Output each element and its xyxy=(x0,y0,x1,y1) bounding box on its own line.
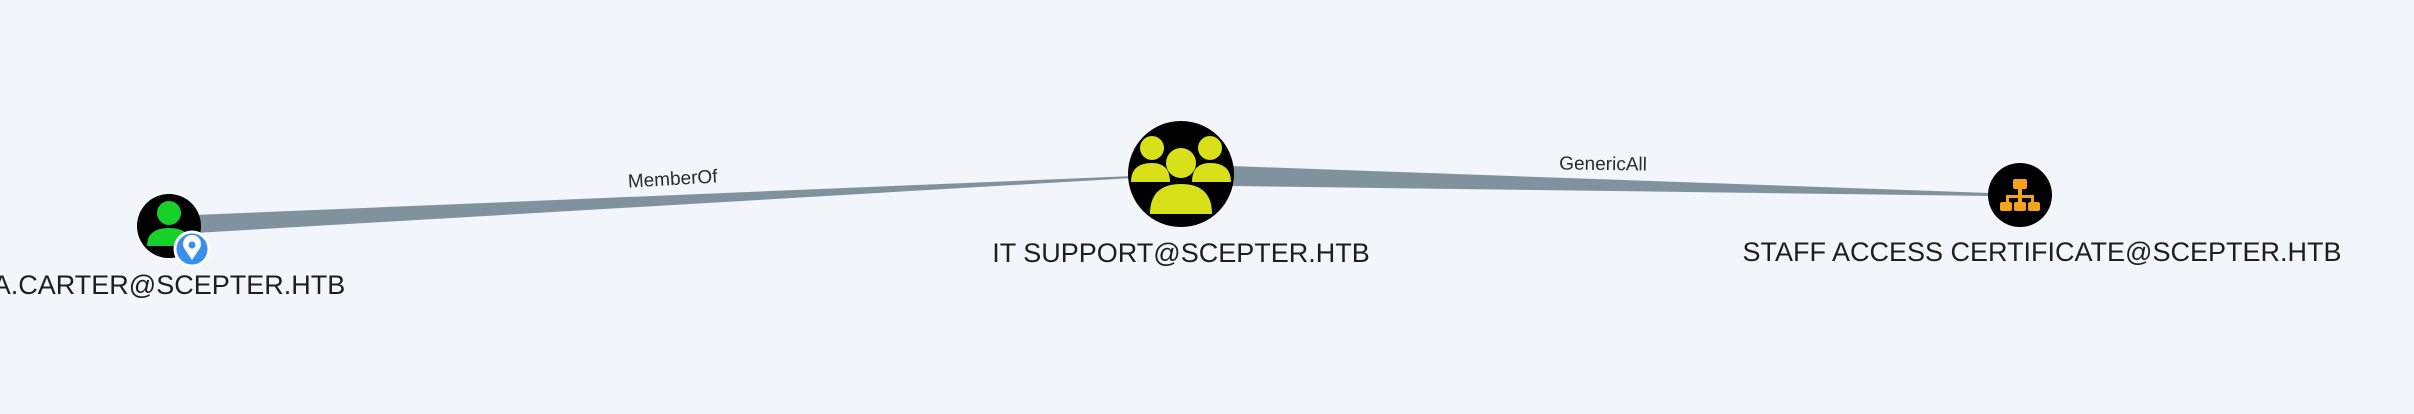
node-group[interactable] xyxy=(1128,121,1234,227)
edge-genericall-line[interactable] xyxy=(1230,166,1990,196)
location-pin-icon xyxy=(173,230,211,268)
edge-memberof-label: MemberOf xyxy=(627,166,719,192)
edge-memberof-line[interactable] xyxy=(195,176,1133,233)
org-tree-icon xyxy=(2000,179,2040,211)
node-group-label[interactable]: IT SUPPORT@SCEPTER.HTB xyxy=(992,238,1370,268)
edge-memberof[interactable]: MemberOf xyxy=(195,166,1133,233)
node-user-label[interactable]: A.CARTER@SCEPTER.HTB xyxy=(0,270,346,300)
node-ou[interactable] xyxy=(1988,163,2052,227)
edge-genericall[interactable]: GenericAll xyxy=(1230,153,1990,196)
user-icon xyxy=(147,201,191,246)
edge-genericall-label: GenericAll xyxy=(1559,153,1647,175)
group-icon xyxy=(1131,136,1231,214)
node-ou-label[interactable]: STAFF ACCESS CERTIFICATE@SCEPTER.HTB xyxy=(1742,237,2342,267)
node-user[interactable] xyxy=(137,194,211,268)
